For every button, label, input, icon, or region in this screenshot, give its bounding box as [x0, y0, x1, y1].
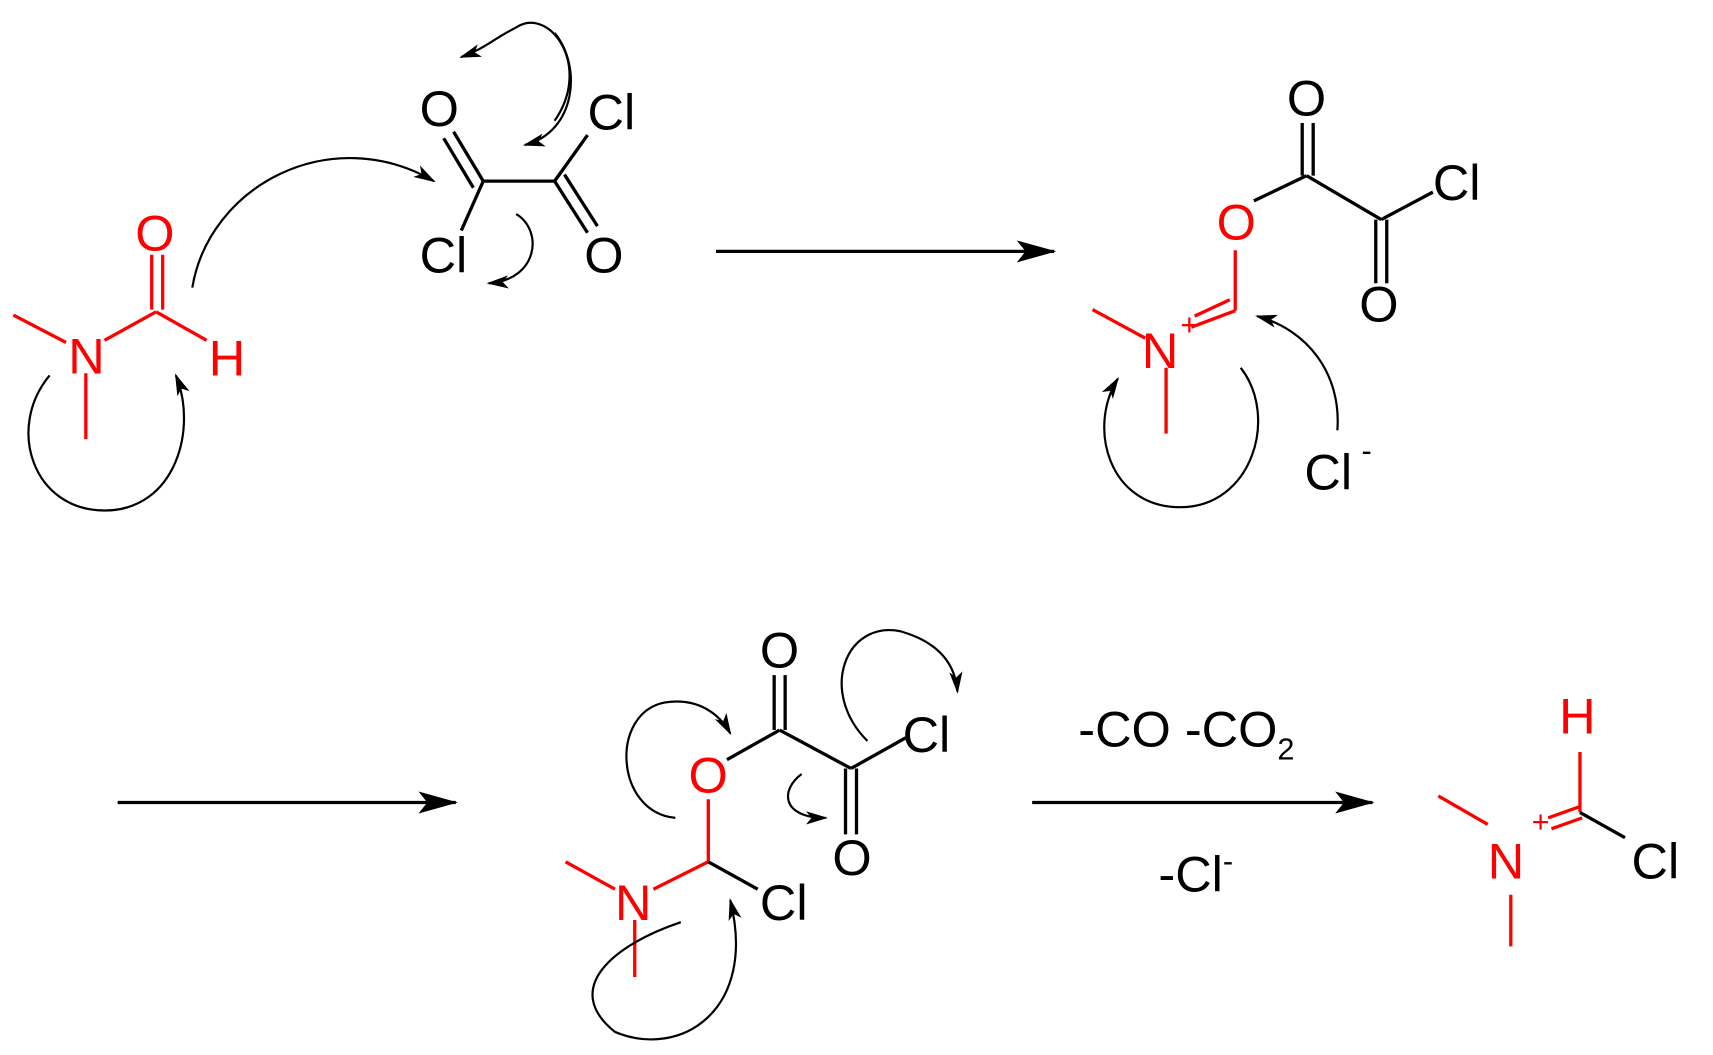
atom-n: N [68, 327, 104, 384]
atom-cl: Cl [1433, 154, 1481, 211]
intermediate-adduct: O O Cl O N Cl [564, 621, 963, 1041]
chloride-loss-label: -Cl- [1158, 844, 1233, 903]
curved-arrow [625, 700, 732, 819]
atom-o: O [760, 621, 799, 678]
atom-o: O [1359, 276, 1398, 333]
curved-arrow [786, 773, 828, 825]
atom-n: N [615, 874, 651, 931]
atom-cl: Cl [588, 84, 636, 141]
atom-o: O [584, 226, 623, 283]
curved-arrow [27, 373, 190, 512]
chloride-ion: Cl [1304, 444, 1352, 501]
atom-cl: Cl [1632, 832, 1680, 889]
charge-plus: + [1180, 307, 1198, 342]
atom-o: O [689, 747, 728, 804]
atom-o: O [1287, 69, 1326, 126]
curved-arrow [840, 629, 963, 742]
atom-n: N [1142, 322, 1178, 379]
intermediate-iminium: O O Cl O N + Cl - [1091, 69, 1481, 509]
curved-arrow [1255, 314, 1339, 431]
curved-arrow [459, 21, 571, 122]
atom-o: O [1217, 193, 1256, 250]
curved-arrow [1101, 367, 1260, 509]
dmf-molecule: O N H [12, 156, 436, 512]
atom-h: H [1559, 687, 1595, 744]
byproducts-label: -CO -CO2 [1078, 701, 1294, 767]
atom-n: N [1488, 832, 1524, 889]
atom-h: H [209, 329, 245, 386]
vilsmeier-reagent: H N + Cl [1437, 687, 1680, 947]
curved-arrow [591, 898, 742, 1041]
charge-minus: - [1361, 433, 1371, 468]
atom-o: O [832, 829, 871, 886]
atom-o: O [420, 80, 459, 137]
oxalyl-chloride-molecule: O Cl Cl O [420, 21, 636, 289]
atom-cl: Cl [760, 874, 808, 931]
atom-cl: Cl [903, 706, 951, 763]
curved-arrow [486, 213, 534, 289]
curved-arrow [522, 32, 572, 147]
atom-o: O [135, 204, 174, 261]
charge-plus: + [1532, 804, 1550, 839]
atom-cl: Cl [420, 226, 468, 283]
curved-arrow [191, 156, 436, 288]
